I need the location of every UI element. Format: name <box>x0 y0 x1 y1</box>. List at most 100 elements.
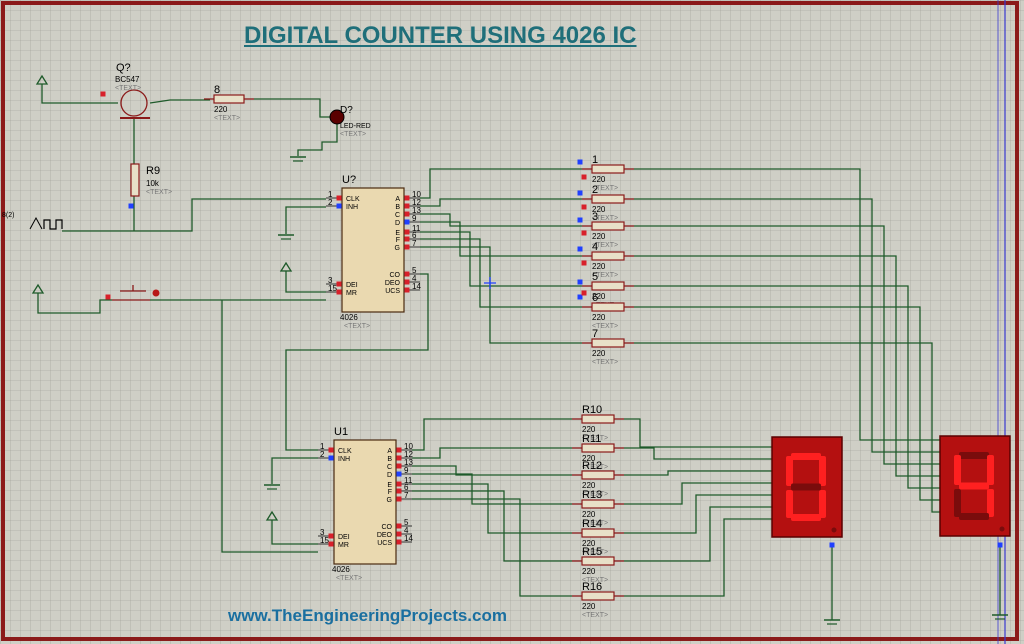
resistor-R15[interactable] <box>581 556 615 566</box>
pin-number: 14 <box>404 534 413 543</box>
pin-marker <box>404 219 410 225</box>
wire-to-led <box>254 98 330 118</box>
pin-name: E <box>395 230 400 237</box>
wire-top-inh-gnd <box>285 206 326 234</box>
resistor-value: 220 <box>214 105 228 114</box>
resistor-text: <TEXT> <box>582 435 608 442</box>
pin-name: G <box>387 497 392 504</box>
pin-number: 10 <box>412 190 421 199</box>
pin-name: DEO <box>377 532 393 539</box>
wire-to-display-left-0 <box>624 418 772 448</box>
pin-name: C <box>395 212 400 219</box>
pin-number: 13 <box>412 206 421 215</box>
resistor-R11[interactable] <box>581 443 615 453</box>
resistor-top-1[interactable] <box>591 164 625 174</box>
pin-name: D <box>387 472 392 479</box>
wire-to-display-left-4 <box>624 494 772 534</box>
resistor-top-6[interactable] <box>591 302 625 312</box>
pin-marker <box>404 271 410 277</box>
pin-marker <box>404 203 410 209</box>
resistor-top-4[interactable] <box>591 251 625 261</box>
chip-text: <TEXT> <box>344 323 370 330</box>
wire-switch-in <box>37 299 112 314</box>
wire-top-seg-0 <box>420 168 582 199</box>
pin-number: 2 <box>328 198 333 207</box>
wire-top-dei <box>285 281 326 293</box>
segment-g <box>791 483 821 491</box>
footer-link[interactable]: www.TheEngineeringProjects.com <box>228 606 507 625</box>
clock-source-label: 8(2) <box>2 212 14 219</box>
resistor-value: 220 <box>582 510 596 519</box>
wire-to-display-right-3 <box>634 255 940 477</box>
resistor-R13[interactable] <box>581 499 615 509</box>
resistor-text: <TEXT> <box>592 242 618 249</box>
resistor-top-3[interactable] <box>591 221 625 231</box>
wire-to-display-right-0 <box>634 168 940 441</box>
wire-bot-seg-2 <box>412 465 572 476</box>
segment-f <box>786 456 793 486</box>
wire-top-seg-2 <box>420 213 582 227</box>
resistor-base-8[interactable] <box>213 94 245 104</box>
pin-marker <box>997 542 1003 548</box>
pin-number: 11 <box>404 476 413 485</box>
pin-name: INH <box>338 456 350 463</box>
led-red[interactable] <box>329 109 345 125</box>
pin-marker <box>396 463 402 469</box>
chip-part: 4026 <box>340 313 358 322</box>
pin-name: DEI <box>346 282 358 289</box>
pin-name: A <box>395 196 400 203</box>
transistor-ref: Q? <box>116 62 131 74</box>
resistor-top-5[interactable] <box>591 281 625 291</box>
segment-a <box>959 452 989 459</box>
wire-to-display-right-2 <box>634 225 940 465</box>
wire-led-gnd <box>297 124 338 156</box>
pin-marker <box>336 203 342 209</box>
segment-dp <box>999 526 1005 532</box>
resistor-R14[interactable] <box>581 528 615 538</box>
pin-number: 4 <box>404 526 409 535</box>
ic-4026-bottom[interactable] <box>333 439 397 565</box>
wire-to-display-left-3 <box>624 482 772 505</box>
resistor-top-2[interactable] <box>591 194 625 204</box>
chip-ref: U1 <box>334 426 348 438</box>
wire-bot-inh-gnd <box>271 457 318 484</box>
resistor-R10[interactable] <box>581 414 615 424</box>
wire-bot-seg-1 <box>412 447 572 459</box>
ic-4026-top[interactable] <box>341 187 405 313</box>
pin-marker <box>396 488 402 494</box>
resistor-R12[interactable] <box>581 470 615 480</box>
chip-ref: U? <box>342 174 356 186</box>
pin-marker <box>100 91 106 97</box>
pin-name: UCS <box>377 540 392 547</box>
transistor-part: BC547 <box>115 75 140 84</box>
wire-to-display-right-5 <box>634 306 940 501</box>
page-title: DIGITAL COUNTER USING 4026 IC <box>244 22 637 49</box>
pin-name: E <box>387 482 392 489</box>
clock-source-icon[interactable] <box>29 216 43 230</box>
wire-bot-seg-4 <box>412 483 572 534</box>
transistor-q[interactable] <box>120 89 148 117</box>
resistor-value: 220 <box>592 175 606 184</box>
resistor-text: <TEXT> <box>214 115 240 122</box>
resistor-value: 220 <box>592 292 606 301</box>
pin-marker <box>396 447 402 453</box>
resistor-R16[interactable] <box>581 591 615 601</box>
resistor-ref: 3 <box>592 211 598 223</box>
resistor-ref: 7 <box>592 328 598 340</box>
pin-name: A <box>387 448 392 455</box>
wire-top-seg-1 <box>420 198 582 207</box>
pin-name: D <box>395 220 400 227</box>
pin-marker <box>577 159 583 165</box>
pin-number: 2 <box>320 450 325 459</box>
pin-marker <box>396 531 402 537</box>
resistor-top-7[interactable] <box>591 338 625 348</box>
pin-number: 1 <box>320 442 325 451</box>
pin-number: 5 <box>404 518 409 527</box>
resistor-text: <TEXT> <box>582 464 608 471</box>
pin-number: 12 <box>412 198 421 207</box>
segment-d <box>959 513 989 520</box>
pin-name: CLK <box>338 448 352 455</box>
wire-top-seg-5 <box>420 238 582 308</box>
resistor-r9[interactable] <box>130 163 140 197</box>
